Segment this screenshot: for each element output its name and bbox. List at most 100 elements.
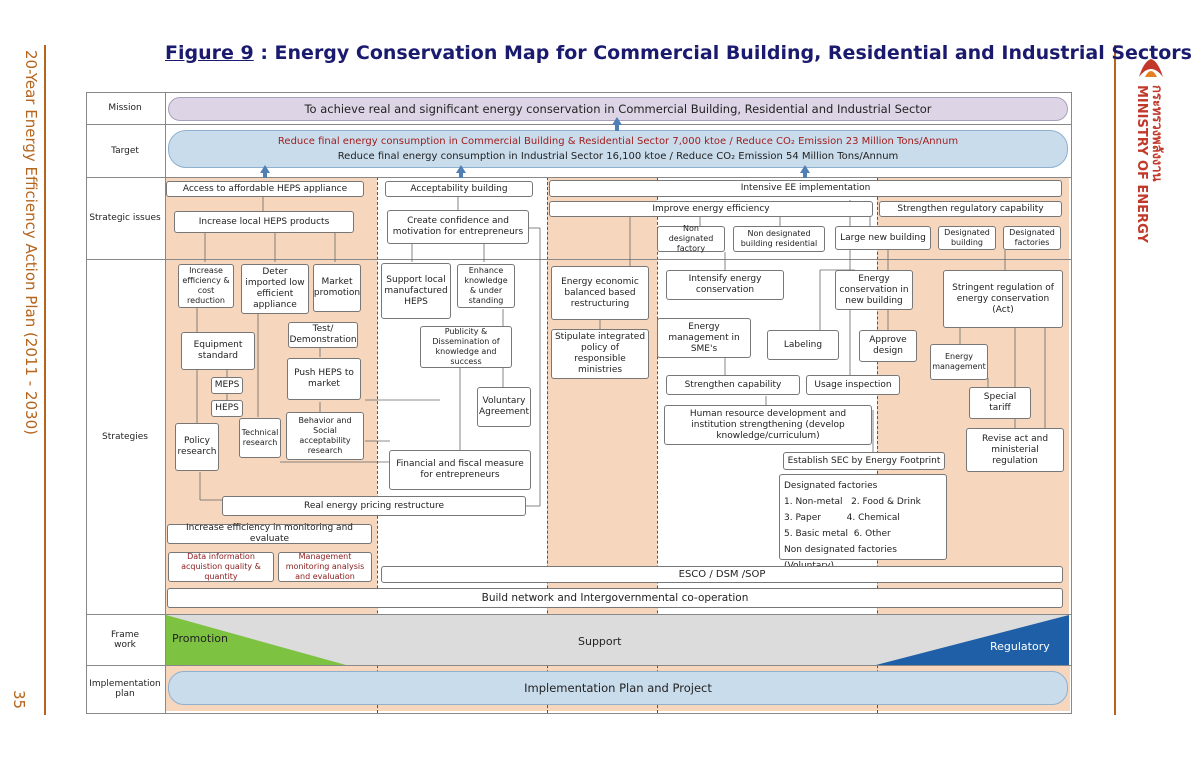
figure-title: Figure 9 : Energy Conservation Map for C…: [165, 42, 1192, 64]
arrow-up-icon: [800, 165, 810, 173]
figure-caption: : Energy Conservation Map for Commercial…: [253, 42, 1192, 64]
issue-improve: Improve energy efficiency: [549, 201, 873, 217]
strategy-market-promo: Market promotion: [313, 264, 361, 312]
ministry-name-thai: กระทรวงพลังงาน: [1149, 85, 1164, 182]
strategy-policy: Policy research: [175, 423, 219, 471]
strategy-publicity: Publicity & Dissemination of knowledge a…: [420, 326, 512, 368]
figure-number: Figure 9: [165, 42, 254, 64]
ministry-name: กระทรวงพลังงาน MINISTRY OF ENERGY: [1130, 85, 1164, 285]
arrow-up-icon: [612, 117, 622, 125]
strategy-hr-dev: Human resource development and instituti…: [664, 405, 872, 445]
strategy-strengthen-cap: Strengthen capability: [666, 375, 800, 395]
issue-large-building: Large new building: [835, 226, 931, 250]
strategy-support-local: Support local manufactured HEPS: [381, 263, 451, 319]
right-divider: [1114, 45, 1116, 715]
strategy-energy-mgmt: Energy management: [930, 344, 988, 380]
issue-increase-local: Increase local HEPS products: [174, 211, 354, 233]
strategy-increase-monitor: Increase efficiency in monitoring and ev…: [167, 523, 372, 544]
row-divider: [86, 177, 1071, 178]
row-divider: [86, 665, 1071, 666]
strategy-establish-sec: Establish SEC by Energy Footprint: [783, 452, 945, 470]
row-divider: [86, 259, 1071, 260]
strategy-data-info: Data information acquistion quality & qu…: [168, 552, 274, 582]
strategy-financial: Financial and fiscal measure for entrepr…: [389, 450, 531, 490]
issue-acceptability: Acceptability building: [385, 181, 533, 197]
target-text-commercial: Reduce final energy consumption in Comme…: [277, 136, 959, 147]
label-column-divider: [165, 92, 166, 713]
separator: [877, 177, 878, 713]
strategy-energy-mgmt-sme: Energy management in SME's: [657, 318, 751, 358]
strategy-technical: Technical research: [239, 418, 281, 458]
row-label-mission: Mission: [108, 103, 142, 113]
framework-triangles: [166, 615, 1069, 665]
strategy-test-demo: Test/ Demonstration: [288, 322, 358, 348]
issue-confidence: Create confidence and motivation for ent…: [387, 210, 529, 244]
strategy-usage-inspection: Usage inspection: [806, 375, 900, 395]
strategy-push-heps: Push HEPS to market: [287, 358, 361, 400]
arrow: [263, 172, 267, 178]
strategy-ec-new-building: Energy conservation in new building: [835, 270, 913, 310]
build-network-bar: Build network and Intergovernmental co-o…: [167, 588, 1063, 608]
framework-support: Support: [578, 635, 622, 648]
issue-non-des-building: Non designated building residential: [733, 226, 825, 252]
row-label-framework: Frame work: [110, 629, 140, 650]
strategy-meps: MEPS: [211, 377, 243, 394]
issue-des-building: Designated building: [938, 226, 996, 250]
left-divider: [44, 45, 46, 715]
implementation-text: Implementation Plan and Project: [524, 681, 712, 695]
side-title: 20-Year Energy Efficiency Action Plan (2…: [22, 50, 40, 435]
df-line: 5. Basic metal 6. Other: [784, 529, 891, 539]
issue-strengthen-reg: Strengthen regulatory capability: [879, 201, 1062, 217]
mission-text: To achieve real and significant energy c…: [304, 102, 932, 116]
strategy-stringent: Stringent regulation of energy conservat…: [943, 270, 1063, 328]
strategy-approve: Approve design: [859, 330, 917, 362]
strategy-increase-eff: Increase efficiency & cost reduction: [178, 264, 234, 308]
strategy-intensify: Intensify energy conservation: [666, 270, 784, 300]
strategy-enhance: Enhance knowledge & under standing: [457, 264, 515, 308]
page-number: 35: [10, 690, 28, 710]
strategy-revise-act: Revise act and ministerial regulation: [966, 428, 1064, 472]
row-label-strategies: Strategies: [102, 431, 148, 442]
arrow-up-icon: [260, 165, 270, 173]
strategy-voluntary: Voluntary Agreement: [477, 387, 531, 427]
df-line: 1. Non-metal 2. Food & Drink: [784, 497, 921, 507]
separator: [547, 177, 548, 713]
strategy-labeling: Labeling: [767, 330, 839, 360]
arrow-up-icon: [456, 165, 466, 173]
issue-des-factories: Designated factories: [1003, 226, 1061, 250]
strategy-stipulate: Stipulate integrated policy of responsib…: [551, 329, 649, 379]
arrow: [615, 124, 619, 131]
df-title: Designated factories: [784, 481, 878, 491]
separator: [657, 177, 658, 713]
strategy-real-pricing: Real energy pricing restructure: [222, 496, 526, 516]
implementation-pill: Implementation Plan and Project: [168, 671, 1068, 705]
strategy-equipment: Equipment standard: [181, 332, 255, 370]
issue-non-des-factory: Non designated factory: [657, 224, 725, 253]
ministry-logo-icon: [1139, 59, 1163, 77]
esco-bar: ESCO / DSM /SOP: [381, 566, 1063, 583]
strategy-heps: HEPS: [211, 400, 243, 417]
strategy-energy-econ: Energy economic balanced based restructu…: [551, 266, 649, 320]
separator: [377, 177, 378, 713]
strategy-mgmt-monitor: Management monitoring analysis and evalu…: [278, 552, 372, 582]
target-text-industrial: Reduce final energy consumption in Indus…: [337, 151, 899, 162]
row-divider: [86, 614, 1071, 615]
target-pill: Reduce final energy consumption in Comme…: [168, 130, 1068, 168]
column-bg-2: [547, 177, 657, 614]
strategy-behavior: Behavior and Social acceptability resear…: [286, 412, 364, 460]
framework-promotion: Promotion: [172, 632, 228, 645]
row-label-target: Target: [111, 145, 139, 156]
ministry-name-english: MINISTRY OF ENERGY: [1134, 85, 1149, 243]
row-label-implementation: Implementation plan: [89, 678, 161, 699]
strategy-deter: Deter imported low efficient appliance: [241, 264, 309, 314]
issue-access-heps: Access to affordable HEPS appliance: [166, 181, 364, 197]
arrow: [459, 172, 463, 178]
strategy-special-tariff: Special tariff: [969, 387, 1031, 419]
framework-regulatory: Regulatory: [990, 640, 1050, 653]
row-divider: [86, 124, 1071, 125]
df-line: 3. Paper 4. Chemical: [784, 513, 900, 523]
arrow: [803, 172, 807, 178]
issue-intensive: Intensive EE implementation: [549, 180, 1062, 197]
designated-factories-list: Designated factories 1. Non-metal 2. Foo…: [779, 474, 947, 571]
row-label-strategic-issues: Strategic issues: [89, 213, 161, 223]
